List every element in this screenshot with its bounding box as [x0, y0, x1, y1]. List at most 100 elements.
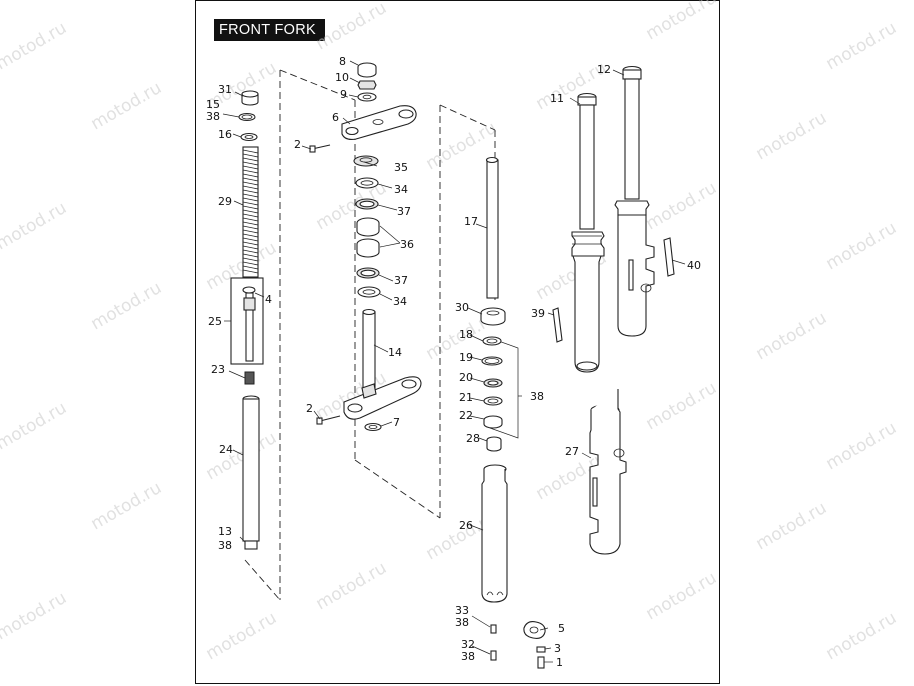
callout-34-upper: 34 — [394, 183, 408, 196]
callout-15-kit-38: 38 — [206, 110, 220, 123]
retaining-ring-18 — [482, 336, 502, 346]
callout-12: 12 — [597, 63, 611, 76]
fork-assembly-12 — [614, 65, 655, 337]
damper-rod-assembly-25 — [230, 277, 264, 365]
rebound-spring-23 — [244, 371, 255, 385]
watermark: motod.ru — [88, 278, 166, 334]
watermark: motod.ru — [0, 398, 70, 454]
callout-2-upper: 2 — [294, 138, 301, 151]
callout-28: 28 — [466, 432, 480, 445]
label-40 — [663, 237, 675, 277]
callout-25: 25 — [208, 315, 222, 328]
callout-3: 3 — [554, 642, 561, 655]
o-ring-15 — [238, 112, 256, 122]
watermark: motod.ru — [313, 0, 391, 54]
fork-slider-26 — [481, 464, 508, 603]
watermark: motod.ru — [823, 418, 901, 474]
oil-seal-kit-38-bracket — [489, 337, 519, 439]
cap-bolt-31 — [241, 90, 259, 106]
callout-21: 21 — [459, 391, 473, 404]
callout-39: 39 — [531, 307, 545, 320]
watermark: motod.ru — [203, 238, 281, 294]
watermark-layer: motod.ru motod.ru motod.ru motod.ru moto… — [0, 0, 900, 664]
snap-ring-19 — [481, 356, 503, 366]
callout-4: 4 — [265, 293, 272, 306]
washer-16 — [240, 132, 258, 142]
callout-40: 40 — [687, 259, 701, 272]
bearing-race-35 — [353, 155, 379, 167]
bearing-37-upper — [355, 198, 379, 210]
watermark: motod.ru — [823, 218, 901, 274]
watermark: motod.ru — [823, 608, 901, 664]
fork-tube-17 — [485, 156, 499, 299]
dust-cover-30 — [480, 307, 506, 326]
fork-assembly-11 — [571, 92, 605, 373]
callout-20: 20 — [459, 371, 473, 384]
watermark: motod.ru — [753, 308, 831, 364]
drain-screw-32 — [490, 650, 497, 661]
watermark: motod.ru — [0, 198, 70, 254]
callout-26: 26 — [459, 519, 473, 532]
watermark: motod.ru — [313, 558, 391, 614]
watermark: motod.ru — [88, 78, 166, 134]
upper-fork-bracket-6 — [341, 105, 417, 140]
callout-33-kit-38: 38 — [455, 616, 469, 629]
stem-nut-8 — [357, 62, 377, 78]
leader-lines — [222, 60, 686, 663]
callout-34-lower: 34 — [393, 295, 407, 308]
callout-13-kit-38: 38 — [218, 539, 232, 552]
watermark: motod.ru — [203, 608, 281, 664]
callout-16: 16 — [218, 128, 232, 141]
callout-31: 31 — [218, 83, 232, 96]
fork-slider-27 — [589, 389, 627, 555]
damper-tube-24 — [242, 395, 260, 550]
drain-screw-33 — [490, 624, 497, 634]
watermark: motod.ru — [643, 568, 721, 624]
callout-1: 1 — [556, 656, 563, 669]
callout-2-lower: 2 — [306, 402, 313, 415]
callout-32-kit-38: 38 — [461, 650, 475, 663]
callout-9: 9 — [340, 88, 347, 101]
lower-bracket-stem-14 — [343, 308, 422, 420]
bearing-cup-34-upper — [355, 177, 379, 189]
callout-27: 27 — [565, 445, 579, 458]
callout-5: 5 — [558, 622, 565, 635]
bearing-cup-34-lower — [357, 286, 381, 298]
watermark: motod.ru — [0, 18, 70, 74]
callout-37-upper: 37 — [397, 205, 411, 218]
pinch-bolt-2-upper — [309, 144, 331, 153]
callout-37-lower: 37 — [394, 274, 408, 287]
callout-15: 15 — [206, 98, 220, 111]
callout-17: 17 — [464, 215, 478, 228]
callout-labels: 8 10 9 6 2 35 34 37 36 37 34 14 2 7 31 1… — [206, 55, 701, 669]
callout-6: 6 — [332, 111, 339, 124]
callout-7: 7 — [393, 416, 400, 429]
slider-bushing-22 — [483, 415, 503, 429]
seal-spacer-21 — [483, 396, 503, 406]
watermark: motod.ru — [753, 108, 831, 164]
diagram-title: FRONT FORK — [214, 19, 325, 41]
callout-19: 19 — [459, 351, 473, 364]
nut-7 — [364, 422, 382, 432]
bearing-spacer-36-upper — [356, 217, 380, 237]
callout-22: 22 — [459, 409, 473, 422]
washer-9 — [357, 92, 377, 102]
label-39 — [552, 307, 563, 343]
callout-33: 33 — [455, 604, 469, 617]
tube-bushing-28 — [486, 436, 502, 452]
clamp-washer-3 — [536, 646, 546, 653]
bearing-37-lower — [356, 267, 380, 279]
callout-36: 36 — [400, 238, 414, 251]
watermark: motod.ru — [0, 588, 70, 644]
clamp-bolt-1 — [537, 656, 545, 669]
callout-11: 11 — [550, 92, 564, 105]
oil-seal-20 — [483, 378, 503, 388]
callout-32: 32 — [461, 638, 475, 651]
fork-spring-29 — [242, 146, 259, 278]
watermark: motod.ru — [643, 178, 721, 234]
axle-clamp-5 — [523, 621, 546, 639]
watermark: motod.ru — [643, 378, 721, 434]
callout-8: 8 — [339, 55, 346, 68]
bearing-spacer-36-lower — [356, 238, 380, 258]
